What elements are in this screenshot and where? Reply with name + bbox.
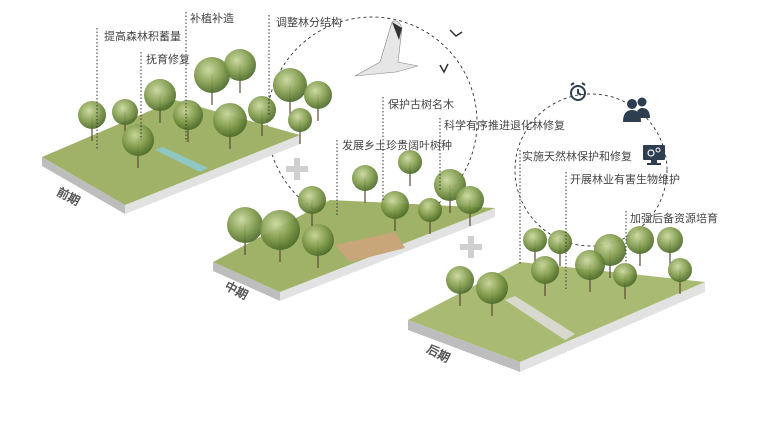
label-degraded-forest-repair: 科学有序推进退化林修复 — [444, 119, 565, 132]
trees — [78, 49, 692, 316]
tree-canopy — [668, 258, 692, 282]
slab-middle — [213, 200, 495, 301]
people-icon — [623, 97, 650, 122]
tree-canopy — [657, 227, 683, 253]
label-increase-stock: 提高森林积蓄量 — [104, 30, 181, 43]
label-tending-restoration: 抚育修复 — [146, 53, 190, 66]
tree-canopy — [626, 226, 654, 254]
tree-canopy — [144, 79, 176, 111]
tree-canopy — [173, 100, 203, 130]
tree-canopy — [260, 210, 300, 250]
tree-canopy — [302, 224, 334, 256]
tree-canopy — [398, 150, 422, 174]
bird-icon — [439, 29, 463, 74]
tree-canopy — [213, 103, 247, 137]
label-natural-forest-protection: 实施天然林保护和修复 — [522, 150, 632, 163]
tree-canopy — [288, 108, 312, 132]
tree-canopy — [273, 68, 307, 102]
label-pest-control: 开展林业有害生物维护 — [570, 173, 680, 186]
label-adjust-structure: 调整林分结构 — [276, 16, 342, 29]
leader-lines — [96, 12, 627, 290]
tree-canopy — [418, 198, 442, 222]
tree-canopy — [122, 124, 154, 156]
label-native-broadleaf: 发展乡土珍贵阔叶树种 — [342, 139, 452, 152]
tree-canopy — [523, 228, 547, 252]
label-replanting: 补植补造 — [190, 12, 234, 25]
monitor-gears-icon — [643, 145, 665, 165]
tree-canopy — [476, 272, 508, 304]
plus-icon — [286, 158, 482, 258]
tree-canopy — [531, 256, 559, 284]
tree-canopy — [456, 186, 484, 214]
tree-canopy — [224, 49, 256, 81]
tree-canopy — [194, 57, 230, 93]
tree-canopy — [381, 191, 409, 219]
tree-canopy — [446, 266, 474, 294]
tree-canopy — [352, 165, 378, 191]
tree-canopy — [78, 101, 106, 129]
tree-canopy — [298, 186, 326, 214]
tree-canopy — [613, 263, 637, 287]
seagull-icon — [354, 20, 419, 77]
label-reserve-resources: 加强后备资源培育 — [630, 212, 718, 225]
tree-canopy — [227, 207, 263, 243]
tree-canopy — [248, 96, 276, 124]
tree-canopy — [112, 99, 138, 125]
alarm-clock-icon — [570, 82, 586, 101]
tree-canopy — [575, 250, 605, 280]
tree-canopy — [304, 81, 332, 109]
tree-canopy — [548, 230, 572, 254]
label-protect-old-trees: 保护古树名木 — [388, 98, 454, 111]
dashed-circle-late — [514, 93, 668, 247]
